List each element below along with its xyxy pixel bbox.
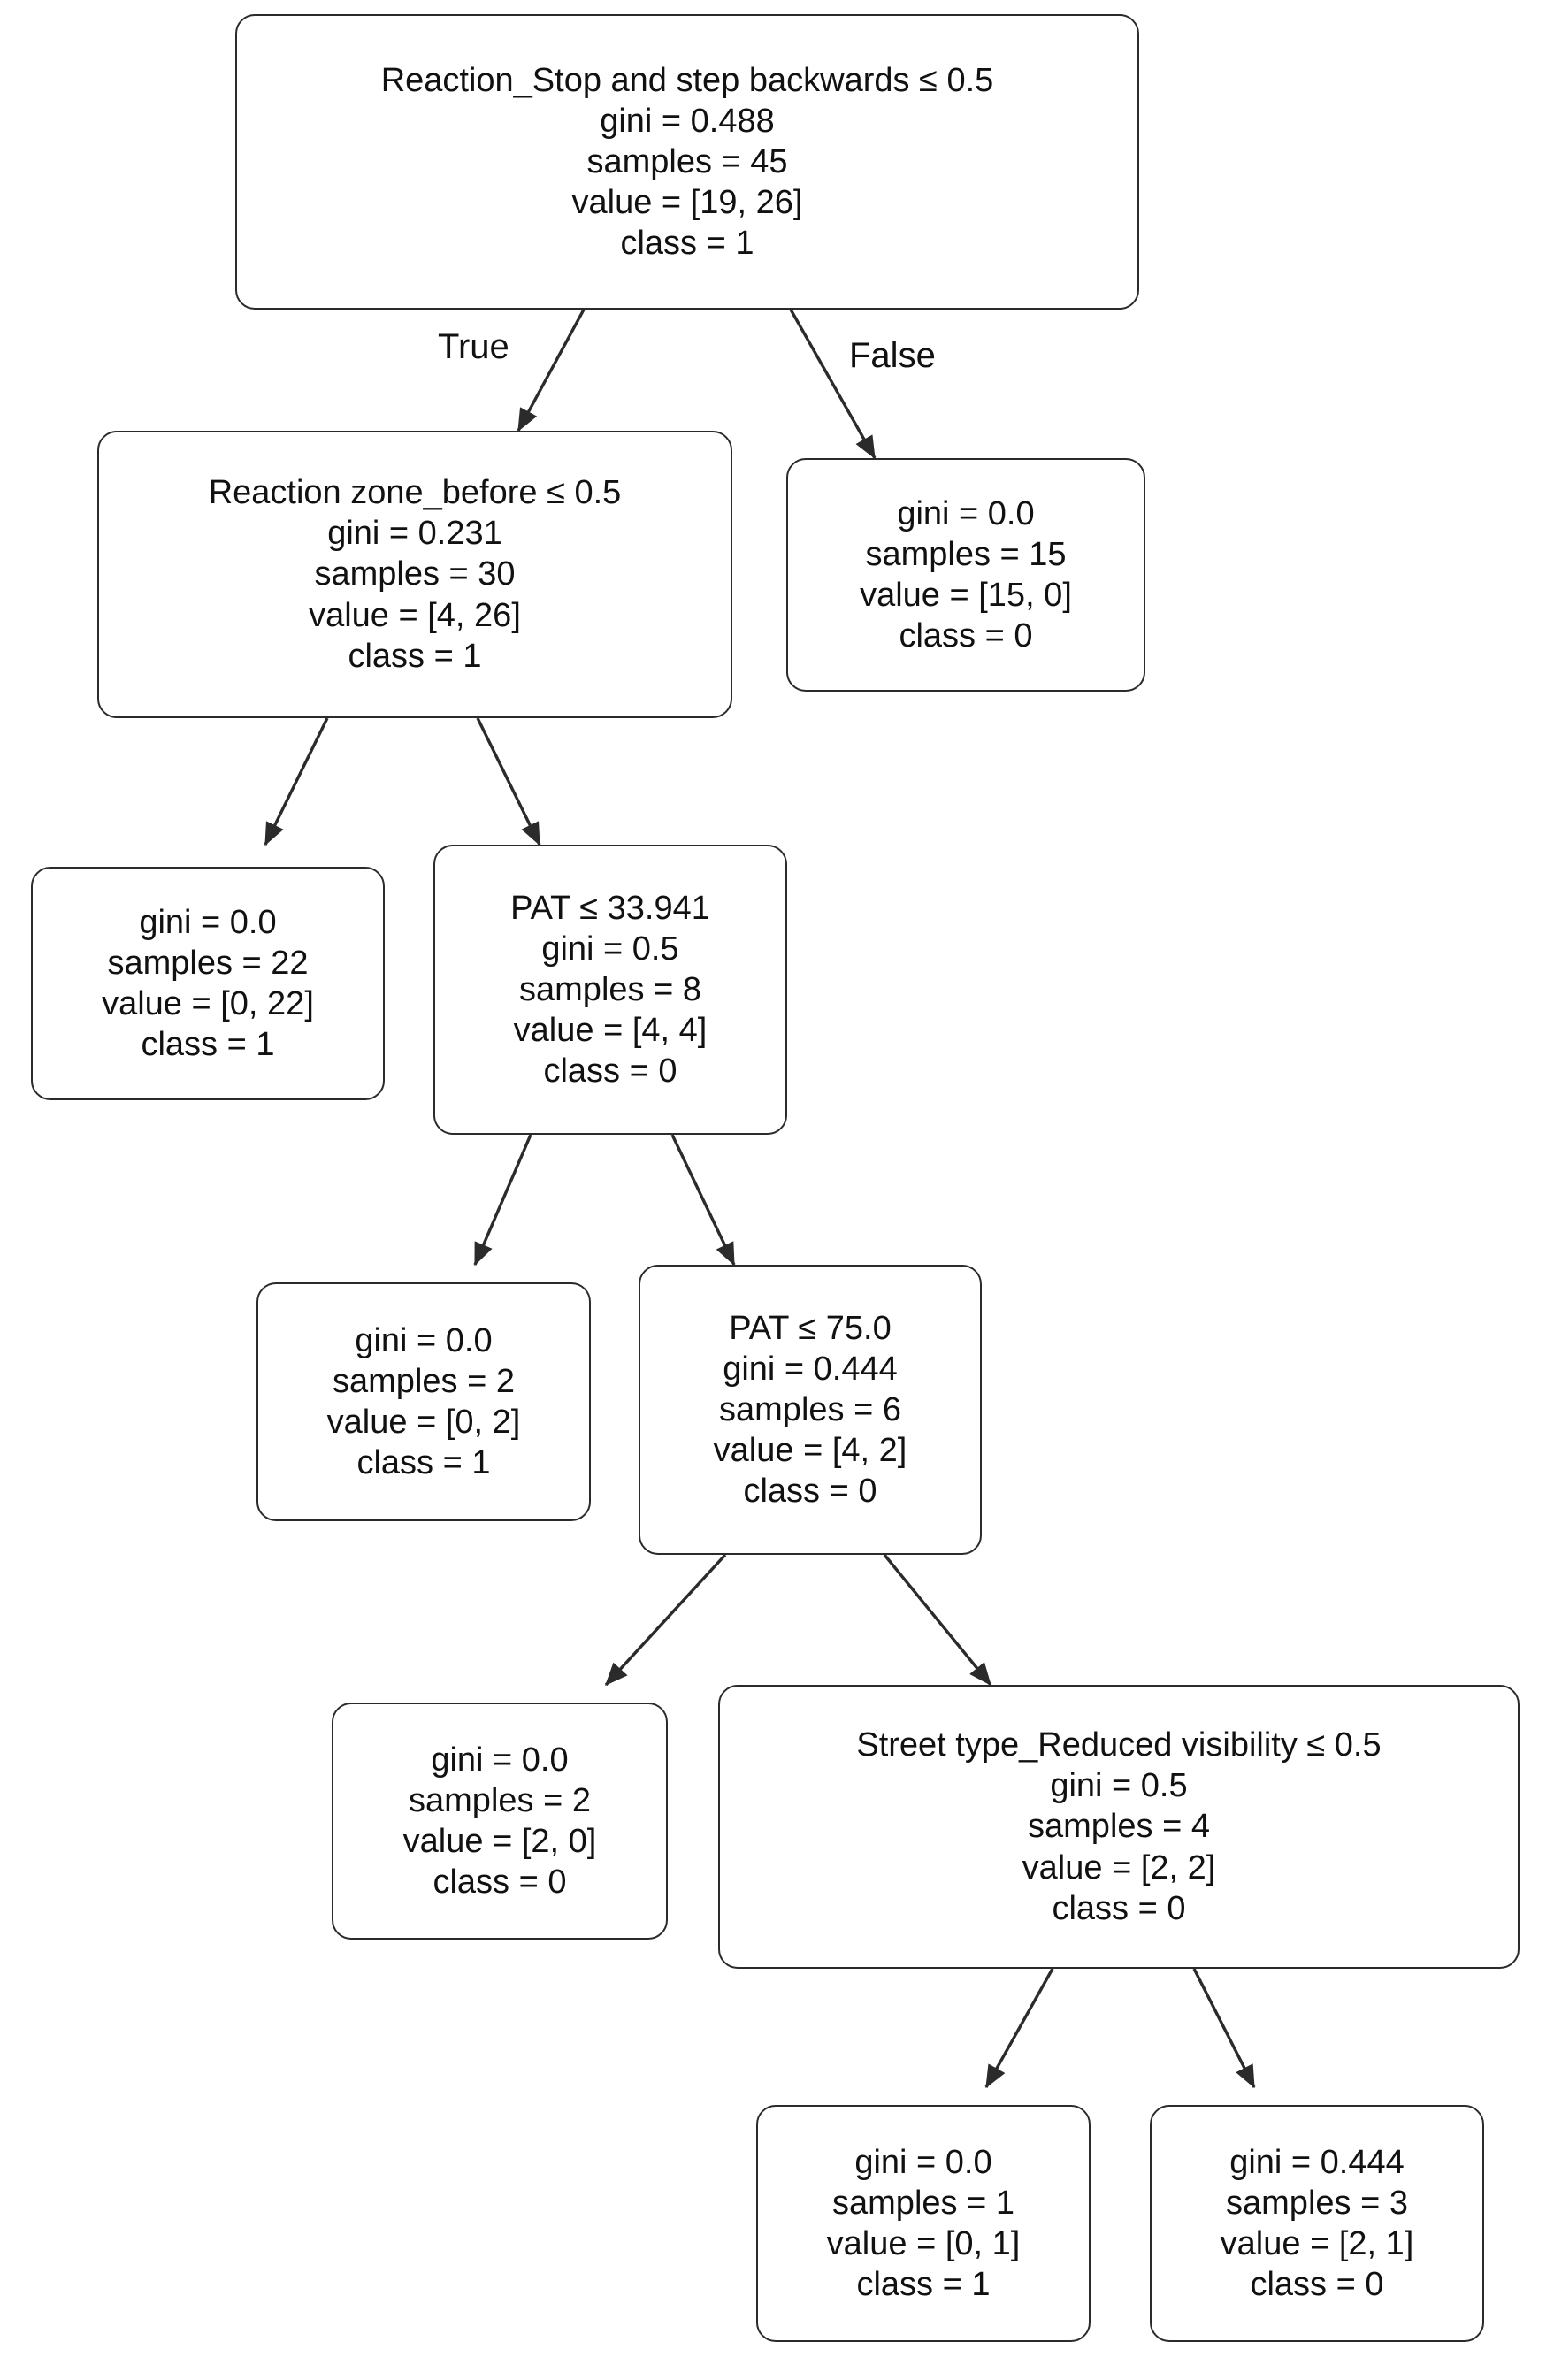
- node-condition: Reaction zone_before ≤ 0.5: [208, 474, 622, 512]
- node-samples: samples = 2: [333, 1362, 515, 1400]
- node-condition: Street type_Reduced visibility ≤ 0.5: [856, 1726, 1382, 1764]
- tree-node-pat-75[interactable]: PAT ≤ 75.0 gini = 0.444 samples = 6 valu…: [639, 1265, 982, 1555]
- node-gini: gini = 0.0: [854, 2143, 992, 2181]
- node-value: value = [2, 0]: [402, 1823, 597, 1860]
- edge-n6-n8: [883, 1553, 992, 1687]
- node-samples: samples = 6: [719, 1390, 901, 1428]
- tree-node-leaf-samples-15[interactable]: gini = 0.0 samples = 15 value = [15, 0] …: [786, 458, 1145, 692]
- node-samples: samples = 15: [865, 535, 1067, 573]
- tree-node-leaf-samples-3[interactable]: gini = 0.444 samples = 3 value = [2, 1] …: [1150, 2105, 1484, 2342]
- node-class: class = 1: [856, 2266, 991, 2304]
- edge-n4-n6: [670, 1134, 736, 1267]
- node-class: class = 1: [141, 1026, 275, 1064]
- node-gini: gini = 0.0: [355, 1321, 493, 1359]
- node-value: value = [19, 26]: [571, 184, 803, 222]
- node-samples: samples = 22: [107, 944, 309, 982]
- edge-n8-n9: [984, 1968, 1054, 2089]
- node-class: class = 0: [433, 1863, 567, 1902]
- node-condition: Reaction_Stop and step backwards ≤ 0.5: [380, 61, 994, 99]
- node-class: class = 0: [1250, 2266, 1384, 2304]
- tree-node-root[interactable]: Reaction_Stop and step backwards ≤ 0.5 g…: [235, 14, 1139, 310]
- node-gini: gini = 0.0: [897, 494, 1035, 532]
- tree-node-leaf-samples-2-class0[interactable]: gini = 0.0 samples = 2 value = [2, 0] cl…: [332, 1703, 668, 1940]
- node-class: class = 0: [743, 1473, 877, 1511]
- node-gini: gini = 0.0: [139, 903, 277, 941]
- node-condition: PAT ≤ 33.941: [510, 889, 710, 927]
- node-samples: samples = 45: [586, 142, 788, 180]
- node-samples: samples = 30: [314, 555, 516, 593]
- node-value: value = [4, 4]: [513, 1012, 708, 1050]
- edge-n1-n4: [476, 717, 541, 846]
- node-gini: gini = 0.231: [327, 515, 502, 553]
- node-class: class = 1: [620, 225, 754, 263]
- edge-n1-n3: [264, 717, 329, 846]
- edge-n0-n2: [789, 309, 877, 460]
- edge-n0-n1: [517, 309, 586, 432]
- tree-node-pat-33941[interactable]: PAT ≤ 33.941 gini = 0.5 samples = 8 valu…: [433, 845, 787, 1135]
- edge-label-false: False: [849, 336, 936, 375]
- node-value: value = [0, 1]: [826, 2225, 1021, 2262]
- node-gini: gini = 0.444: [723, 1350, 898, 1388]
- node-gini: gini = 0.5: [541, 930, 679, 968]
- node-value: value = [15, 0]: [860, 577, 1072, 614]
- node-class: class = 0: [1052, 1889, 1186, 1927]
- tree-node-reaction-zone-before[interactable]: Reaction zone_before ≤ 0.5 gini = 0.231 …: [97, 431, 732, 718]
- node-value: value = [4, 26]: [309, 596, 521, 634]
- tree-node-leaf-samples-2-class1[interactable]: gini = 0.0 samples = 2 value = [0, 2] cl…: [256, 1282, 591, 1521]
- node-value: value = [2, 2]: [1022, 1848, 1216, 1886]
- node-gini: gini = 0.0: [431, 1741, 569, 1779]
- edge-n6-n7: [604, 1553, 727, 1687]
- node-class: class = 1: [348, 637, 482, 675]
- tree-node-street-type-reduced-visibility[interactable]: Street type_Reduced visibility ≤ 0.5 gin…: [718, 1685, 1520, 1969]
- node-condition: PAT ≤ 75.0: [729, 1309, 892, 1347]
- edge-n4-n5: [473, 1134, 532, 1267]
- node-samples: samples = 1: [832, 2184, 1014, 2222]
- node-samples: samples = 4: [1028, 1808, 1210, 1846]
- node-class: class = 1: [356, 1444, 491, 1482]
- node-gini: gini = 0.488: [600, 102, 775, 140]
- node-class: class = 0: [899, 617, 1033, 655]
- node-gini: gini = 0.444: [1229, 2143, 1405, 2181]
- node-samples: samples = 2: [409, 1781, 591, 1819]
- node-value: value = [0, 22]: [102, 985, 314, 1022]
- node-gini: gini = 0.5: [1050, 1767, 1188, 1805]
- node-class: class = 0: [543, 1052, 677, 1091]
- edge-n8-n10: [1192, 1968, 1256, 2089]
- tree-node-leaf-samples-22[interactable]: gini = 0.0 samples = 22 value = [0, 22] …: [31, 867, 385, 1100]
- node-samples: samples = 3: [1226, 2184, 1408, 2222]
- node-value: value = [0, 2]: [326, 1404, 521, 1441]
- node-value: value = [4, 2]: [713, 1432, 907, 1470]
- edge-label-true: True: [438, 327, 509, 366]
- node-samples: samples = 8: [519, 970, 701, 1008]
- tree-node-leaf-samples-1[interactable]: gini = 0.0 samples = 1 value = [0, 1] cl…: [756, 2105, 1091, 2342]
- node-value: value = [2, 1]: [1220, 2225, 1414, 2262]
